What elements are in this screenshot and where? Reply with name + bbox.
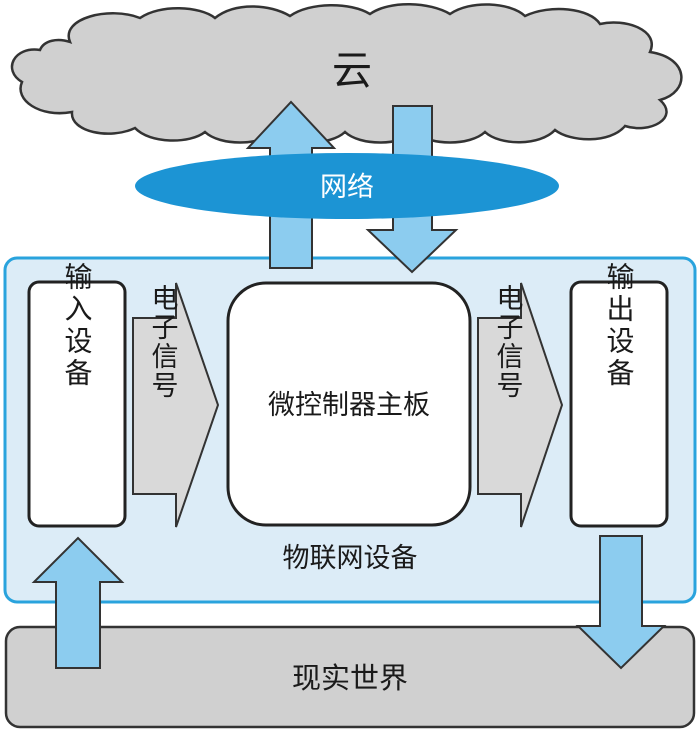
input-device-label: 输入设备: [61, 262, 94, 390]
network-label: 网络: [320, 172, 374, 203]
signal-left-label: 电子信号: [147, 284, 179, 400]
mcu-label: 微控制器主板: [268, 390, 430, 421]
signal-arrow-right: [477, 282, 564, 528]
output-device-label: 输出设备: [603, 262, 636, 390]
iot-device-label: 物联网设备: [283, 543, 418, 574]
output-device-box: [569, 280, 669, 528]
arrow-down-to-world: [575, 535, 667, 670]
real-world-label: 现实世界: [292, 661, 408, 695]
network-ellipse: [135, 153, 559, 219]
real-world-box: [4, 625, 696, 729]
cloud-shape: [10, 3, 683, 144]
mcu-board-box: [226, 281, 472, 527]
cloud-label: 云: [332, 48, 372, 94]
input-device-box: [27, 280, 127, 528]
arrow-up-from-world: [31, 536, 125, 669]
signal-right-label: 电子信号: [492, 284, 524, 400]
signal-arrow-left: [132, 282, 220, 528]
